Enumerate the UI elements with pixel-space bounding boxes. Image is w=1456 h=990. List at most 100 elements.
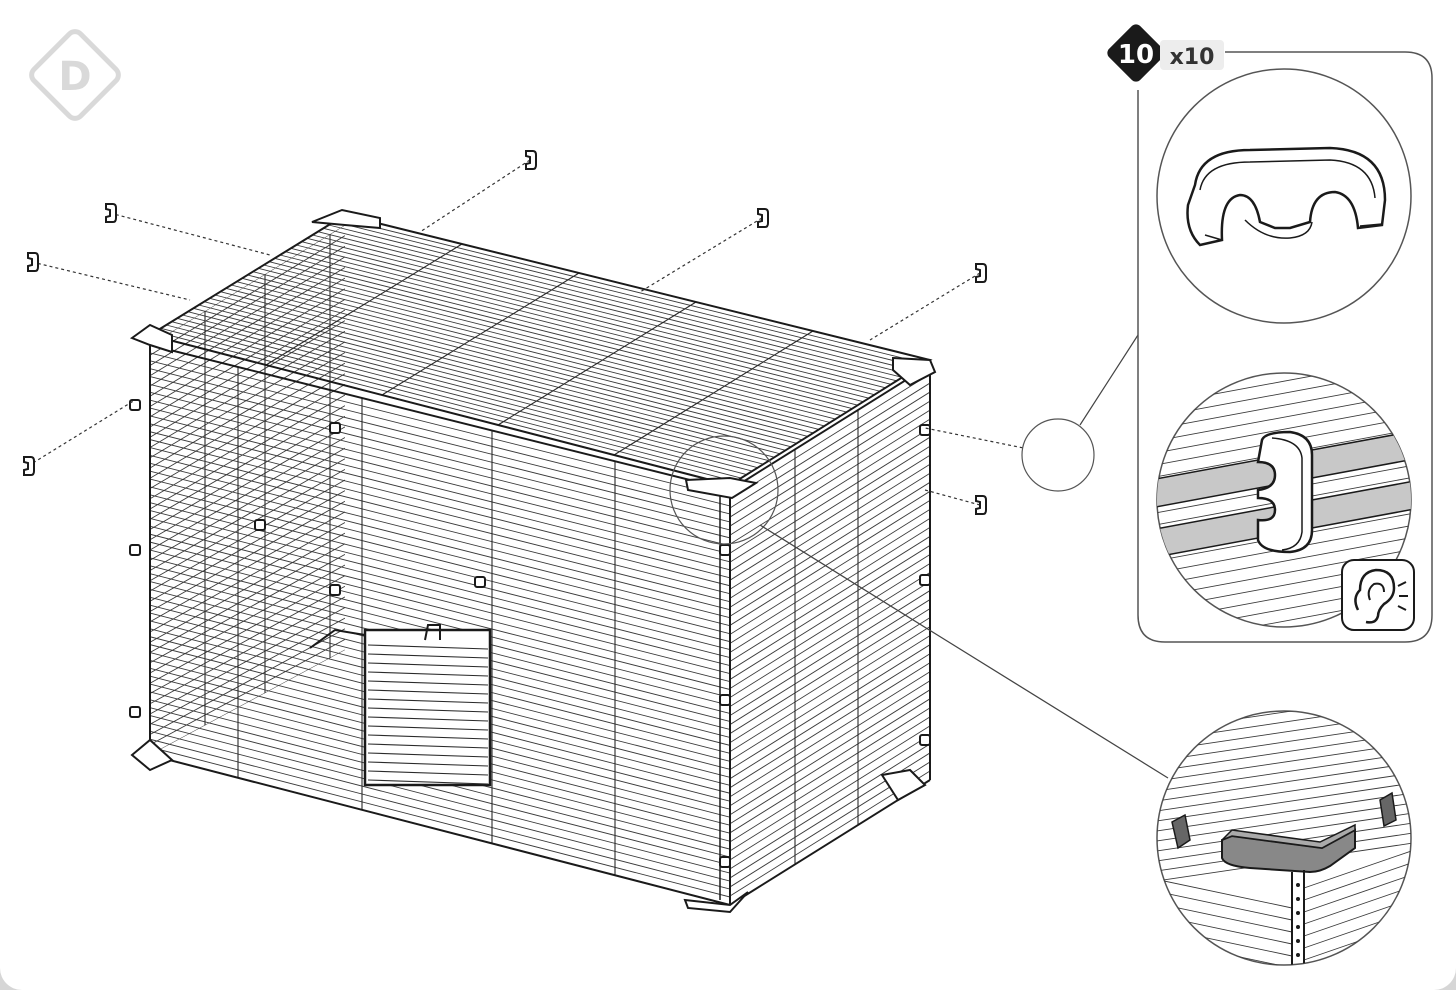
post-rivet — [1296, 939, 1300, 943]
loose-clip — [27, 252, 39, 272]
right-bar — [730, 499, 930, 626]
part-number-badge: 10 — [1107, 24, 1165, 82]
left-bar — [150, 235, 345, 356]
corner-leader-line — [759, 524, 1169, 779]
detail-bar — [1157, 761, 1411, 803]
top-bar — [296, 244, 881, 392]
right-bar — [730, 581, 930, 707]
right-bar — [730, 626, 930, 753]
front-bar — [150, 360, 730, 507]
post-rivet — [1296, 911, 1300, 915]
post-rivet — [1296, 967, 1300, 971]
left-bar — [150, 468, 345, 582]
top-bar — [306, 237, 892, 385]
detail-bar — [1157, 547, 1411, 599]
top-bar — [231, 284, 814, 434]
front-bar — [150, 431, 730, 579]
post-rivet — [1296, 925, 1300, 929]
right-bar — [730, 517, 930, 644]
right-bar — [730, 463, 930, 590]
front-bar — [150, 494, 730, 643]
right-bar — [730, 743, 930, 870]
front-bar — [150, 439, 730, 587]
detail-bar — [1150, 974, 1292, 990]
left-bar — [150, 649, 345, 755]
front-bar — [150, 399, 730, 547]
top-bar — [204, 301, 786, 451]
door-bar — [367, 662, 489, 668]
top-bar — [182, 314, 764, 465]
right-bar — [730, 436, 930, 563]
top-bar — [160, 327, 742, 479]
left-bar — [150, 585, 345, 694]
right-bar — [730, 391, 930, 518]
front-bar — [150, 462, 730, 611]
door-bar — [367, 725, 489, 731]
right-bar — [730, 445, 930, 572]
detail-bar — [1157, 801, 1411, 843]
front-bar — [150, 715, 730, 866]
cage-clip-icon — [1186, 146, 1387, 247]
right-bar — [730, 454, 930, 581]
right-bar — [730, 481, 930, 608]
left-bar — [150, 426, 345, 541]
placed-clip — [329, 422, 341, 434]
clip-on-bars-detail — [1150, 373, 1420, 706]
left-bar — [150, 490, 345, 602]
placed-clip — [719, 544, 731, 556]
door-bar — [367, 707, 489, 713]
placement-guide-line — [27, 399, 136, 467]
front-bar — [150, 541, 730, 690]
loose-clip — [105, 203, 117, 223]
right-bar — [730, 662, 930, 789]
left-panel-bars — [150, 225, 345, 755]
top-bar — [312, 234, 897, 382]
front-bar — [150, 486, 730, 635]
left-bar — [150, 394, 345, 510]
left-bar — [150, 437, 345, 551]
left-bar — [150, 362, 345, 479]
placed-clip — [719, 694, 731, 706]
placement-guide-line — [31, 261, 191, 301]
part-detail-panel: 10 x10 — [1107, 24, 1433, 990]
corner-caps — [129, 208, 937, 914]
cage-door — [363, 624, 492, 787]
placement-guide-line — [869, 272, 981, 341]
right-bar — [730, 725, 930, 852]
detail-bar — [1157, 961, 1293, 965]
door-bar — [367, 698, 489, 704]
top-bar — [252, 271, 836, 420]
detail-bar — [1150, 656, 1420, 706]
left-bar — [150, 575, 345, 684]
quantity-tag — [1160, 40, 1224, 70]
right-panel-bars — [730, 365, 930, 905]
top-bar — [166, 324, 747, 476]
top-bar — [236, 281, 819, 430]
door-ledge — [309, 628, 366, 650]
detail-bar — [1157, 877, 1293, 909]
left-bar — [150, 373, 345, 489]
door-bar — [367, 680, 489, 686]
detail-bar — [1157, 751, 1411, 793]
door-bar — [367, 653, 489, 659]
placement-guide-line — [639, 217, 763, 293]
right-bar — [730, 707, 930, 834]
top-bar — [328, 224, 914, 371]
left-bar — [150, 341, 345, 459]
placed-clip — [919, 734, 931, 746]
door-bar — [367, 770, 489, 776]
front-bar — [150, 415, 730, 563]
cage-drawing — [129, 208, 937, 914]
right-bar — [730, 418, 930, 545]
left-bar — [150, 320, 345, 438]
front-bar — [150, 352, 730, 499]
top-bar — [198, 304, 781, 455]
right-bar — [730, 527, 930, 653]
door-bar — [367, 743, 489, 749]
left-bar — [150, 415, 345, 530]
right-bar — [730, 490, 930, 617]
post-rivet — [1296, 953, 1300, 957]
clip-callout-circle — [1021, 418, 1095, 492]
